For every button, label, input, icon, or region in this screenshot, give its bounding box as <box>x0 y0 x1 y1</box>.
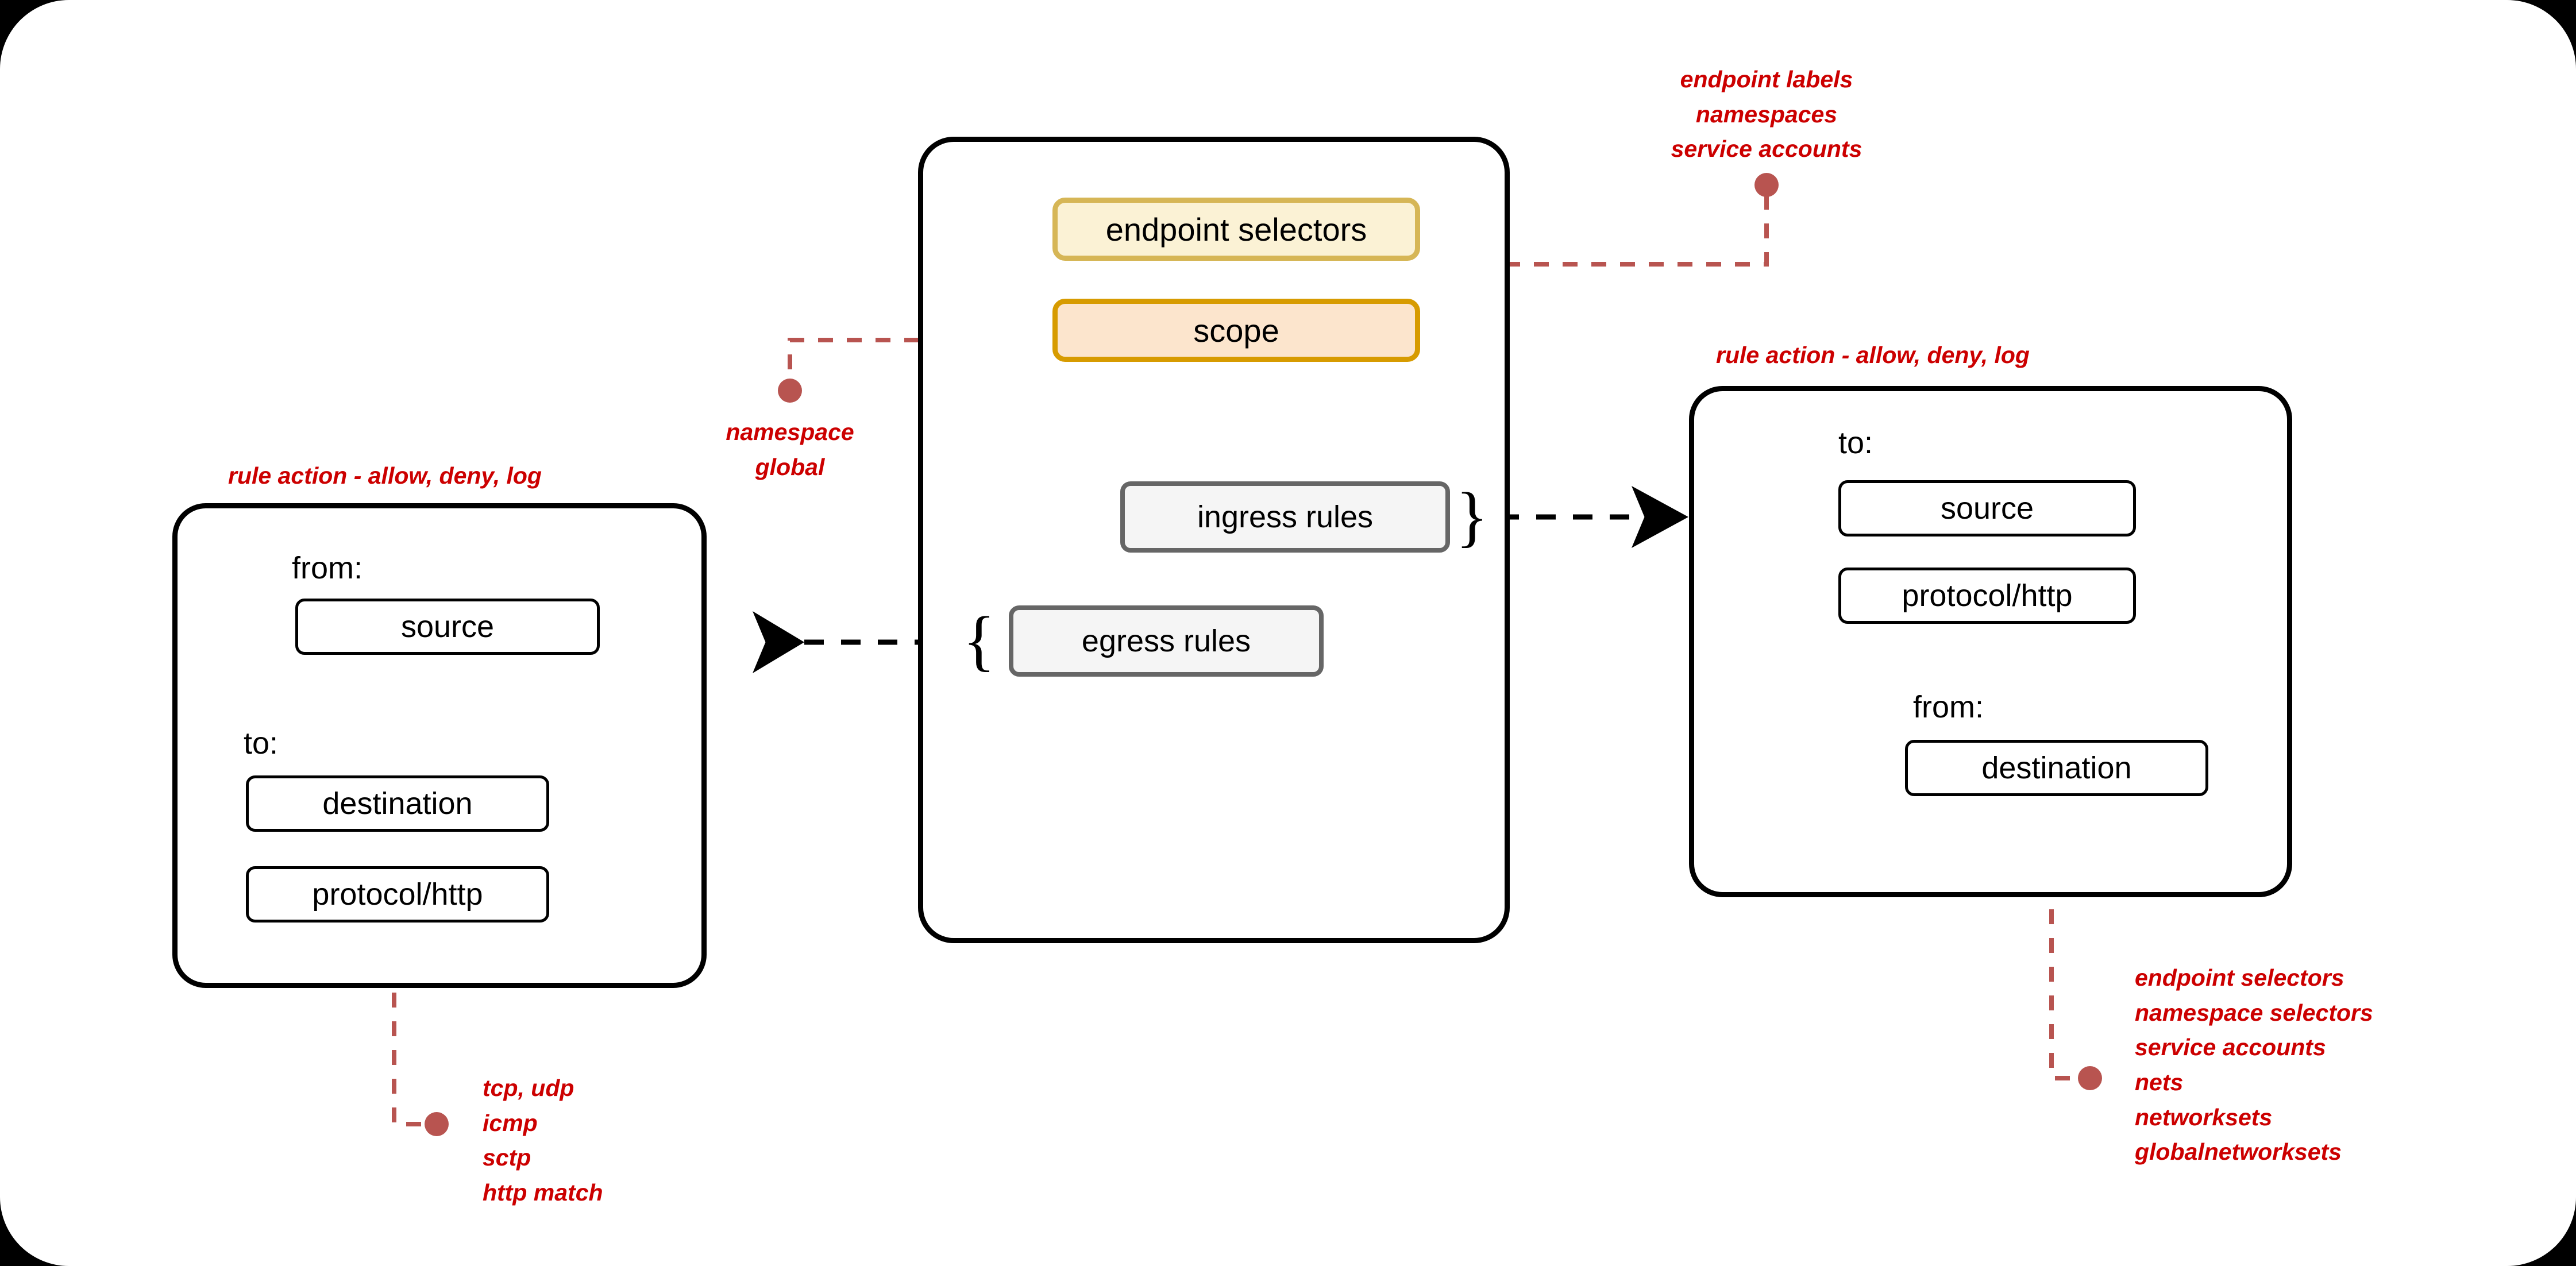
left-node-protocol-http-label: protocol/http <box>312 877 483 912</box>
left-rule-action-annotation: rule action - allow, deny, log <box>228 462 542 489</box>
node-scope[interactable]: scope <box>1052 299 1420 362</box>
left-node-destination[interactable]: destination <box>246 775 549 832</box>
scope-annotation: namespace global <box>726 419 854 480</box>
left-node-source-label: source <box>400 609 495 644</box>
right-node-protocol-http[interactable]: protocol/http <box>1838 568 2136 624</box>
left-node-protocol-http[interactable]: protocol/http <box>246 866 549 923</box>
right-node-source[interactable]: source <box>1838 480 2136 536</box>
right-policy-group <box>1689 386 2292 897</box>
destination-annotation: endpoint selectors namespace selectors s… <box>2135 964 2373 1165</box>
ingress-brace: } <box>1456 478 1488 554</box>
node-ingress-rules-label: ingress rules <box>1197 500 1374 534</box>
left-from-label: from: <box>292 551 363 585</box>
egress-brace: { <box>963 603 996 678</box>
right-to-label: to: <box>1838 426 1873 460</box>
node-endpoint-selectors[interactable]: endpoint selectors <box>1052 198 1420 261</box>
right-rule-action-annotation: rule action - allow, deny, log <box>1716 342 2030 368</box>
right-from-label: from: <box>1913 690 1984 724</box>
node-egress-rules[interactable]: egress rules <box>1009 605 1324 677</box>
endpoint-selectors-annotation: endpoint labels namespaces service accou… <box>1671 66 1862 163</box>
right-node-destination[interactable]: destination <box>1905 740 2208 796</box>
protocol-annotation: tcp, udp icmp sctp http match <box>483 1075 603 1206</box>
node-endpoint-selectors-label: endpoint selectors <box>1105 211 1367 248</box>
left-node-source[interactable]: source <box>295 599 600 655</box>
node-scope-label: scope <box>1193 312 1279 349</box>
right-node-destination-label: destination <box>1981 751 2132 785</box>
right-node-protocol-http-label: protocol/http <box>1902 578 2073 613</box>
node-egress-rules-label: egress rules <box>1081 624 1251 658</box>
node-ingress-rules[interactable]: ingress rules <box>1120 481 1450 553</box>
left-node-destination-label: destination <box>322 786 473 821</box>
left-to-label: to: <box>244 726 279 761</box>
right-node-source-label: source <box>1940 491 2034 526</box>
